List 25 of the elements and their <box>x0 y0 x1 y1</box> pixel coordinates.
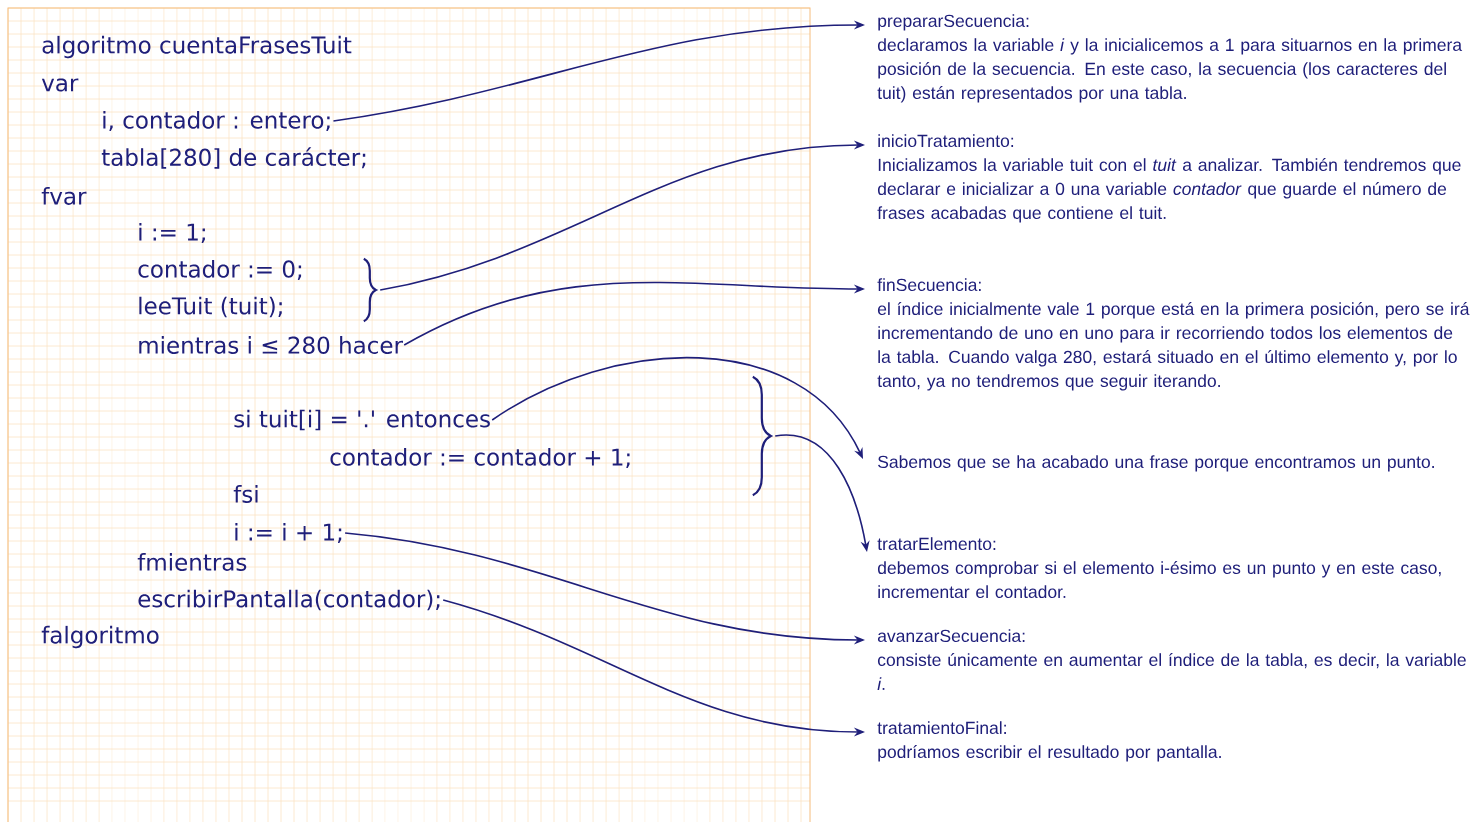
code-line: algoritmo cuentaFrasesTuit <box>42 35 352 59</box>
annotation-text: prepararSecuencia: declaramos la variable i y la inicialicemos a 1 para situarnos en la primera posición de la secuencia. En este caso, la secuencia (los caracteres del tuit) están representados por una tabla. <box>877 14 1463 103</box>
annotation-text: tratamientoFinal: podríamos escribir el resultado por pantalla. <box>877 721 1221 762</box>
code-line: si tuit[i] = '.' entonces <box>234 409 490 431</box>
code-line: var <box>41 78 79 92</box>
code-line: leeTuit (tuit); <box>139 296 282 318</box>
code-line: escribirPantalla(contador); <box>138 589 440 611</box>
code-line: mientras i ≤ 280 hacer <box>139 336 403 354</box>
curly-brace <box>752 375 772 497</box>
code-line: contador := contador + 1; <box>330 447 630 469</box>
annotation-text: avanzarSecuencia: consiste únicamente en aumentar el índice de la tabla, es decir, la variable i. <box>877 629 1466 690</box>
code-line: fmientras <box>137 553 247 571</box>
code-line: i, contador : entero; <box>103 110 330 132</box>
code-line: contador := 0; <box>138 259 302 281</box>
code-line: tabla[280] de carácter; <box>101 147 366 169</box>
code-line: falgoritmo <box>41 625 159 649</box>
annotation-text: finSecuencia: el índice inicialmente vale 1 porque está en la primera posición, pero se irá incrementando de uno en uno para ir recorriendo todos los elementos de la tabla. Cuando valga 280, estará situado en el último elemento y, por lo tanto, ya no tendremos que seguir iterando. <box>877 278 1470 391</box>
annotation-text: Sabemos que se ha acabado una frase porque encontramos un punto. <box>878 455 1434 472</box>
code-line: fsi <box>233 485 258 503</box>
annotation-text: tratarElemento: debemos comprobar si el elemento i-ésimo es un punto y en este caso, incrementar el contador. <box>877 537 1441 599</box>
annotation-text: inicioTratamiento: Inicializamos la variable tuit con el tuit a analizar. También tendremos que declarar e inicializar a 0 una variable contador que guarde el número de frases acabadas que contiene el tuit. <box>877 134 1461 223</box>
curly-brace <box>363 257 377 323</box>
code-line: fvar <box>41 187 87 205</box>
code-line: i := 1; <box>139 222 205 244</box>
code-line: i := i + 1; <box>235 522 342 544</box>
